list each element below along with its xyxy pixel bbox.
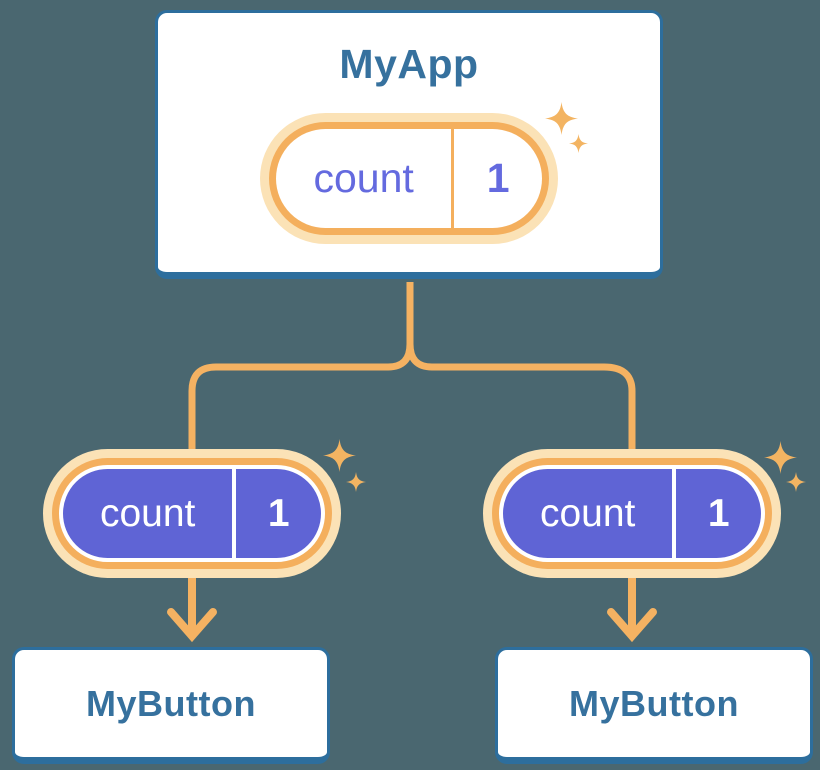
root-component-title: MyApp [339,41,479,87]
left-prop-pill: count 1 [43,449,341,578]
sparkle-small-icon [786,472,806,492]
prop-name: count [539,491,636,535]
right-prop-pill: count 1 [483,449,781,578]
pill-ring: count 1 [492,458,772,569]
sparkle-small-icon [569,134,588,153]
connector-branch-right [406,343,636,452]
pill-body: count 1 [499,465,765,562]
left-child-component-card: MyButton [12,647,330,764]
pill-divider [451,129,455,228]
connector-branch-left [188,343,414,452]
right-child-component-card: MyButton [495,647,813,764]
right-child-component-title: MyButton [569,682,739,724]
pill-divider [672,469,677,558]
state-value: 1 [486,155,510,201]
sparkle-large-icon [545,102,578,135]
prop-value: 1 [267,491,290,535]
pill-body: count 1 [59,465,325,562]
pill-body: count 1 [276,129,542,228]
sparkle-small-icon [346,472,366,492]
sparkle-large-icon [764,441,797,474]
state-name: count [313,155,414,201]
arrow-left-head [167,608,217,643]
sparkle-large-icon [323,439,356,472]
pill-ring: count 1 [269,122,549,235]
prop-name: count [99,491,196,535]
pill-ring: count 1 [52,458,332,569]
root-state-pill: count 1 [260,113,558,244]
pill-divider [232,469,237,558]
prop-value: 1 [707,491,730,535]
left-child-component-title: MyButton [86,682,256,724]
arrow-right-head [607,608,657,643]
